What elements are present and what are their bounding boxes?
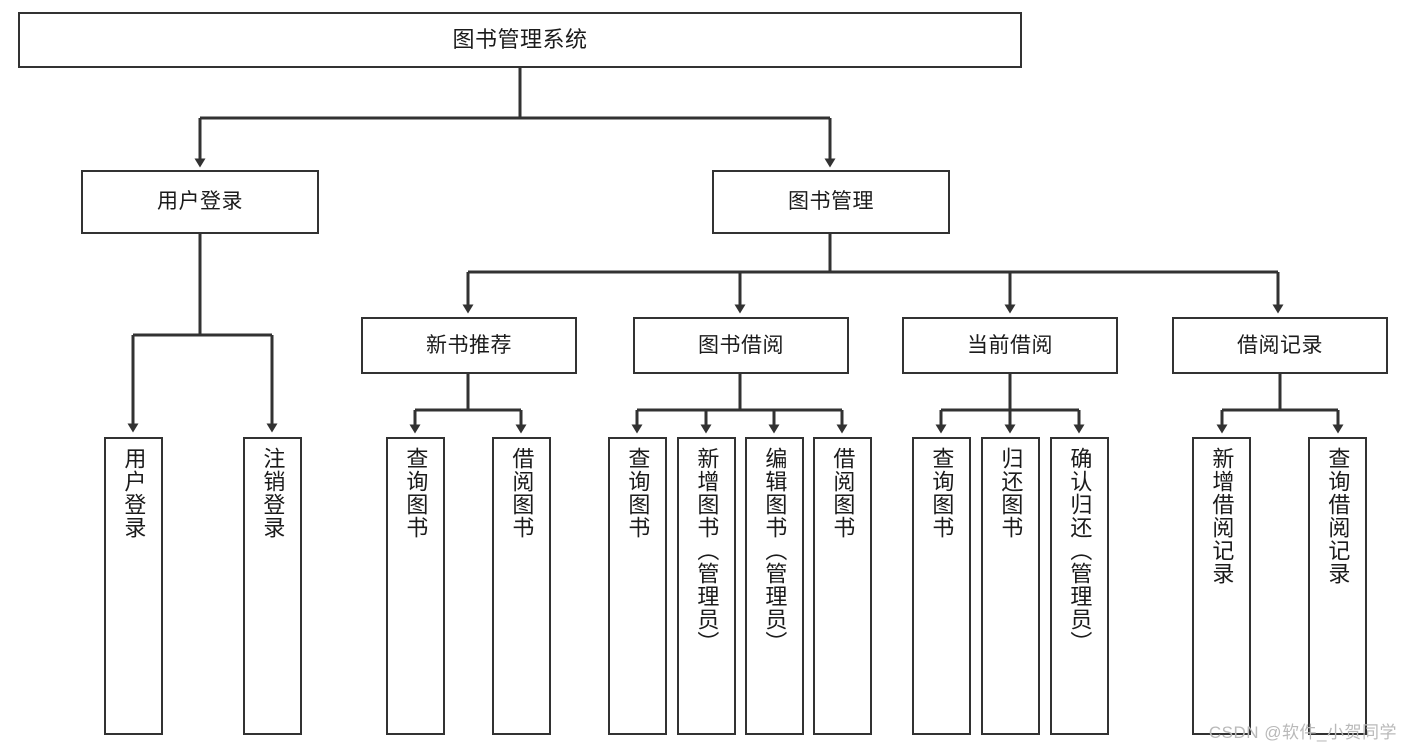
node-label: 当前借阅	[967, 333, 1053, 357]
node-label: 新增借阅记录	[1209, 447, 1235, 585]
node-label: 查询图书	[929, 447, 955, 539]
node-new-book-recommend[interactable]: 新书推荐	[361, 317, 577, 374]
node-label: 借阅记录	[1237, 333, 1323, 357]
node-label: 编辑图书（管理员）	[762, 447, 788, 654]
node-borrow-record[interactable]: 借阅记录	[1172, 317, 1388, 374]
leaf-return-book[interactable]: 归还图书	[981, 437, 1040, 735]
leaf-query-book-from-borrow[interactable]: 查询图书	[608, 437, 667, 735]
node-label: 查询图书	[403, 447, 429, 539]
node-label: 新书推荐	[426, 333, 512, 357]
leaf-query-book-from-recommend[interactable]: 查询图书	[386, 437, 445, 735]
node-label: 查询借阅记录	[1325, 447, 1351, 585]
leaf-borrow-book-from-recommend[interactable]: 借阅图书	[492, 437, 551, 735]
node-label: 图书管理系统	[452, 26, 588, 52]
node-book-management[interactable]: 图书管理	[712, 170, 950, 234]
node-label: 图书借阅	[698, 333, 784, 357]
leaf-borrow-book-from-borrow[interactable]: 借阅图书	[813, 437, 872, 735]
node-label: 新增图书（管理员）	[694, 447, 720, 654]
leaf-query-book-from-current[interactable]: 查询图书	[912, 437, 971, 735]
leaf-user-login[interactable]: 用户登录	[104, 437, 163, 735]
node-label: 确认归还（管理员）	[1067, 447, 1093, 654]
leaf-query-borrow-record[interactable]: 查询借阅记录	[1308, 437, 1367, 735]
leaf-logout-login[interactable]: 注销登录	[243, 437, 302, 735]
leaf-confirm-return-admin[interactable]: 确认归还（管理员）	[1050, 437, 1109, 735]
node-book-management-system[interactable]: 图书管理系统	[18, 12, 1022, 68]
leaf-add-book-admin[interactable]: 新增图书（管理员）	[677, 437, 736, 735]
node-label: 归还图书	[998, 447, 1024, 539]
leaf-add-borrow-record[interactable]: 新增借阅记录	[1192, 437, 1251, 735]
node-label: 用户登录	[121, 447, 147, 539]
node-label: 注销登录	[260, 447, 286, 539]
leaf-edit-book-admin[interactable]: 编辑图书（管理员）	[745, 437, 804, 735]
node-label: 用户登录	[157, 190, 243, 214]
node-label: 查询图书	[625, 447, 651, 539]
node-label: 借阅图书	[830, 447, 856, 539]
node-label: 借阅图书	[509, 447, 535, 539]
node-label: 图书管理	[788, 190, 874, 214]
node-user-login[interactable]: 用户登录	[81, 170, 319, 234]
node-current-borrow[interactable]: 当前借阅	[902, 317, 1118, 374]
node-book-borrow[interactable]: 图书借阅	[633, 317, 849, 374]
